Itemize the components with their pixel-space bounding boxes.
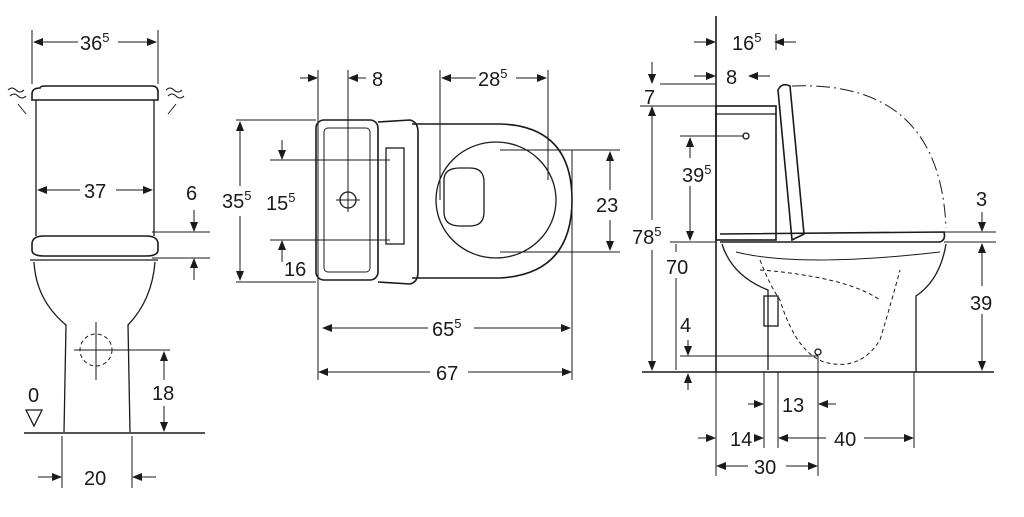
side-inlet-height-label: 395 <box>682 162 711 187</box>
front-outlet-height-label: 18 <box>152 383 174 405</box>
side-lid-height-label: 7 <box>644 87 655 109</box>
side-top-offset-label: 165 <box>732 30 761 55</box>
top-depth-total-label: 67 <box>436 363 458 385</box>
side-view: 165 8 7 785 395 70 4 <box>632 16 996 479</box>
top-inlet-spacing-label: 155 <box>266 190 295 215</box>
side-tank-offset-label: 8 <box>726 67 737 89</box>
side-floor-offset-label: 4 <box>680 315 691 337</box>
top-depth-inner-label: 655 <box>432 316 461 341</box>
side-total-height-label: 785 <box>632 224 661 249</box>
side-tank <box>715 105 777 241</box>
side-drain <box>814 348 822 356</box>
front-tank-width-label: 37 <box>84 181 106 203</box>
side-base-depth-label: 30 <box>754 457 776 479</box>
top-bowl-width-label: 285 <box>478 66 507 91</box>
side-drain-to-front-label: 40 <box>834 429 856 451</box>
front-seat-gap-label: 6 <box>186 183 197 205</box>
front-seat <box>31 235 159 257</box>
top-cistern <box>315 119 379 281</box>
flush-right-icon <box>165 87 185 115</box>
top-view: 8 285 355 155 16 23 655 <box>222 66 620 385</box>
top-seat-opening-label: 23 <box>596 195 618 217</box>
top-total-width-label: 355 <box>222 188 251 213</box>
top-wall-gap-label: 16 <box>284 259 306 281</box>
front-bowl <box>33 261 156 433</box>
side-tank-height-label: 70 <box>666 257 688 279</box>
side-seat-height-label: 39 <box>970 293 992 315</box>
side-lid-arc <box>791 85 947 229</box>
level-zero-label: 0 <box>28 385 39 407</box>
front-cistern <box>31 85 159 101</box>
top-seat-opening <box>435 141 557 259</box>
front-base-width-label: 20 <box>84 468 106 490</box>
side-lid <box>777 83 805 242</box>
top-inner-bowl <box>443 167 485 227</box>
side-seat-thickness-label: 3 <box>976 189 987 211</box>
flush-left-icon <box>7 87 27 115</box>
side-drain-offset-label: 13 <box>782 395 804 417</box>
top-hinge <box>377 119 419 285</box>
side-trap <box>759 259 901 365</box>
front-cistern-body <box>35 100 155 236</box>
side-wall-to-drain-label: 14 <box>730 429 752 451</box>
level-zero-triangle <box>24 409 44 428</box>
front-view: 365 37 6 0 18 20 <box>7 30 210 490</box>
front-width-top-label: 365 <box>80 30 109 55</box>
side-bowl <box>721 243 947 372</box>
top-offset-label: 8 <box>372 69 383 91</box>
